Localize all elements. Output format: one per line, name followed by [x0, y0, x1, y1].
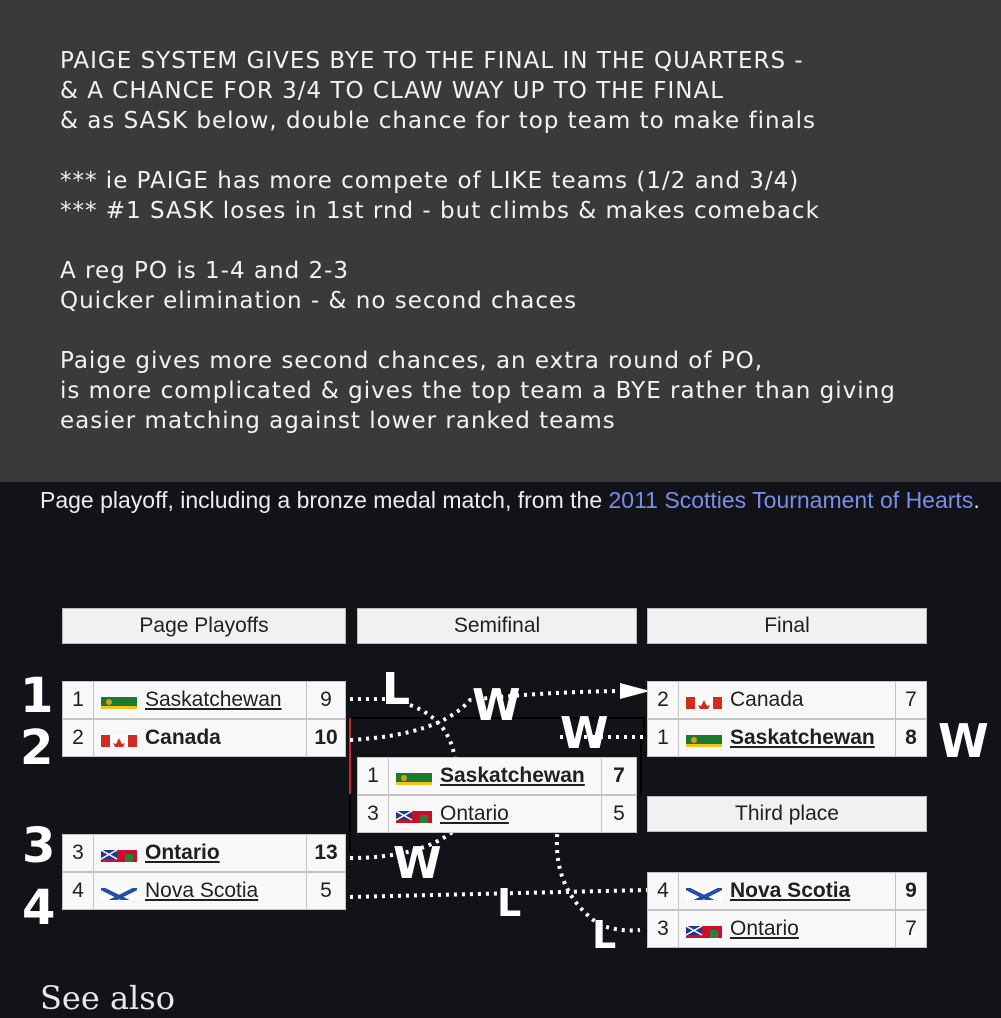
bracket-row: 3 Ontario 13: [62, 834, 346, 872]
team-link[interactable]: Nova Scotia: [145, 879, 259, 902]
see-also-heading: See also: [40, 979, 175, 1017]
caption-text: Page playoff, including a bronze medal m…: [40, 487, 609, 513]
bracket-row: 4 Nova Scotia 5: [62, 872, 346, 910]
arrow-head: [620, 683, 650, 699]
loss-annotation: L: [497, 881, 522, 925]
score: 5: [601, 796, 636, 832]
nova-scotia-flag-icon: [101, 882, 137, 900]
header-third-place: Third place: [647, 796, 927, 832]
win-annotation: W: [560, 708, 609, 759]
seed: 4: [63, 873, 94, 909]
rank-annotation: 2: [20, 720, 54, 776]
annotation-arrows: [349, 689, 650, 933]
bracket-row: 1 Saskatchewan 8: [647, 719, 927, 757]
score: 5: [306, 873, 345, 909]
bracket-row: 2 Canada 10: [62, 719, 346, 757]
note-line: easier matching against lower ranked tea…: [60, 408, 616, 434]
rank-annotation: 3: [22, 818, 56, 874]
canada-flag-icon: [686, 691, 722, 709]
team-link[interactable]: Saskatchewan: [730, 726, 875, 749]
loss-annotation: L: [382, 664, 411, 715]
seed: 1: [63, 682, 94, 718]
team-link[interactable]: Saskatchewan: [440, 764, 585, 787]
caption-suffix: .: [973, 487, 980, 513]
seed: 3: [648, 911, 679, 947]
score: 7: [895, 911, 926, 947]
team-link[interactable]: Canada: [145, 726, 221, 749]
win-annotation: W: [393, 838, 442, 889]
rank-annotation: 1: [20, 668, 54, 724]
saskatchewan-flag-icon: [686, 729, 722, 747]
bracket-row: 1 Saskatchewan 9: [62, 681, 346, 719]
bracket-row: 3 Ontario 5: [357, 795, 637, 833]
bracket-row: 3 Ontario 7: [647, 910, 927, 948]
seed: 2: [648, 682, 679, 718]
win-annotation: W: [938, 714, 989, 768]
score: 9: [306, 682, 345, 718]
bracket-row: 2 Canada 7: [647, 681, 927, 719]
win-annotation: W: [472, 680, 521, 731]
note-line: *** ie PAIGE has more compete of LIKE te…: [60, 168, 800, 194]
note-line: Quicker elimination - & no second chaces: [60, 288, 578, 314]
bracket-row: 1 Saskatchewan 7: [357, 757, 637, 795]
team-link[interactable]: Ontario: [440, 802, 509, 825]
loss-annotation: L: [592, 913, 617, 957]
nova-scotia-flag-icon: [686, 882, 722, 900]
seed: 1: [648, 720, 679, 756]
score: 7: [895, 682, 926, 718]
note-line: PAIGE SYSTEM GIVES BYE TO THE FINAL IN T…: [60, 48, 804, 74]
note-line: A reg PO is 1-4 and 2-3: [60, 258, 350, 284]
team-link[interactable]: Saskatchewan: [145, 688, 282, 711]
ontario-flag-icon: [686, 920, 722, 938]
score: 10: [306, 720, 345, 756]
score: 13: [306, 835, 345, 871]
seed: 1: [358, 758, 389, 794]
note-line: Paige gives more second chances, an extr…: [60, 348, 764, 374]
bracket-row: 4 Nova Scotia 9: [647, 872, 927, 910]
canada-flag-icon: [101, 729, 137, 747]
rank-annotation: 4: [22, 880, 56, 936]
note-line: & A CHANCE FOR 3/4 TO CLAW WAY UP TO THE…: [60, 78, 725, 104]
seed: 2: [63, 720, 94, 756]
score: 9: [895, 873, 926, 909]
ontario-flag-icon: [396, 805, 432, 823]
note-panel: PAIGE SYSTEM GIVES BYE TO THE FINAL IN T…: [0, 0, 1001, 482]
bracket-caption: Page playoff, including a bronze medal m…: [40, 480, 980, 521]
saskatchewan-flag-icon: [101, 691, 137, 709]
score: 7: [601, 758, 636, 794]
tournament-link[interactable]: 2011 Scotties Tournament of Hearts: [608, 487, 974, 513]
team-link[interactable]: Canada: [730, 688, 804, 711]
team-link[interactable]: Ontario: [145, 841, 220, 864]
seed: 3: [358, 796, 389, 832]
team-link[interactable]: Nova Scotia: [730, 879, 851, 902]
seed: 3: [63, 835, 94, 871]
score: 8: [895, 720, 926, 756]
team-link[interactable]: Ontario: [730, 917, 799, 940]
note-line: *** #1 SASK loses in 1st rnd - but climb…: [60, 198, 820, 224]
header-page-playoffs: Page Playoffs: [62, 608, 346, 644]
ontario-flag-icon: [101, 844, 137, 862]
header-semifinal: Semifinal: [357, 608, 637, 644]
note-line: & as SASK below, double chance for top t…: [60, 108, 817, 134]
header-final: Final: [647, 608, 927, 644]
seed: 4: [648, 873, 679, 909]
saskatchewan-flag-icon: [396, 767, 432, 785]
note-line: is more complicated & gives the top team…: [60, 378, 896, 404]
